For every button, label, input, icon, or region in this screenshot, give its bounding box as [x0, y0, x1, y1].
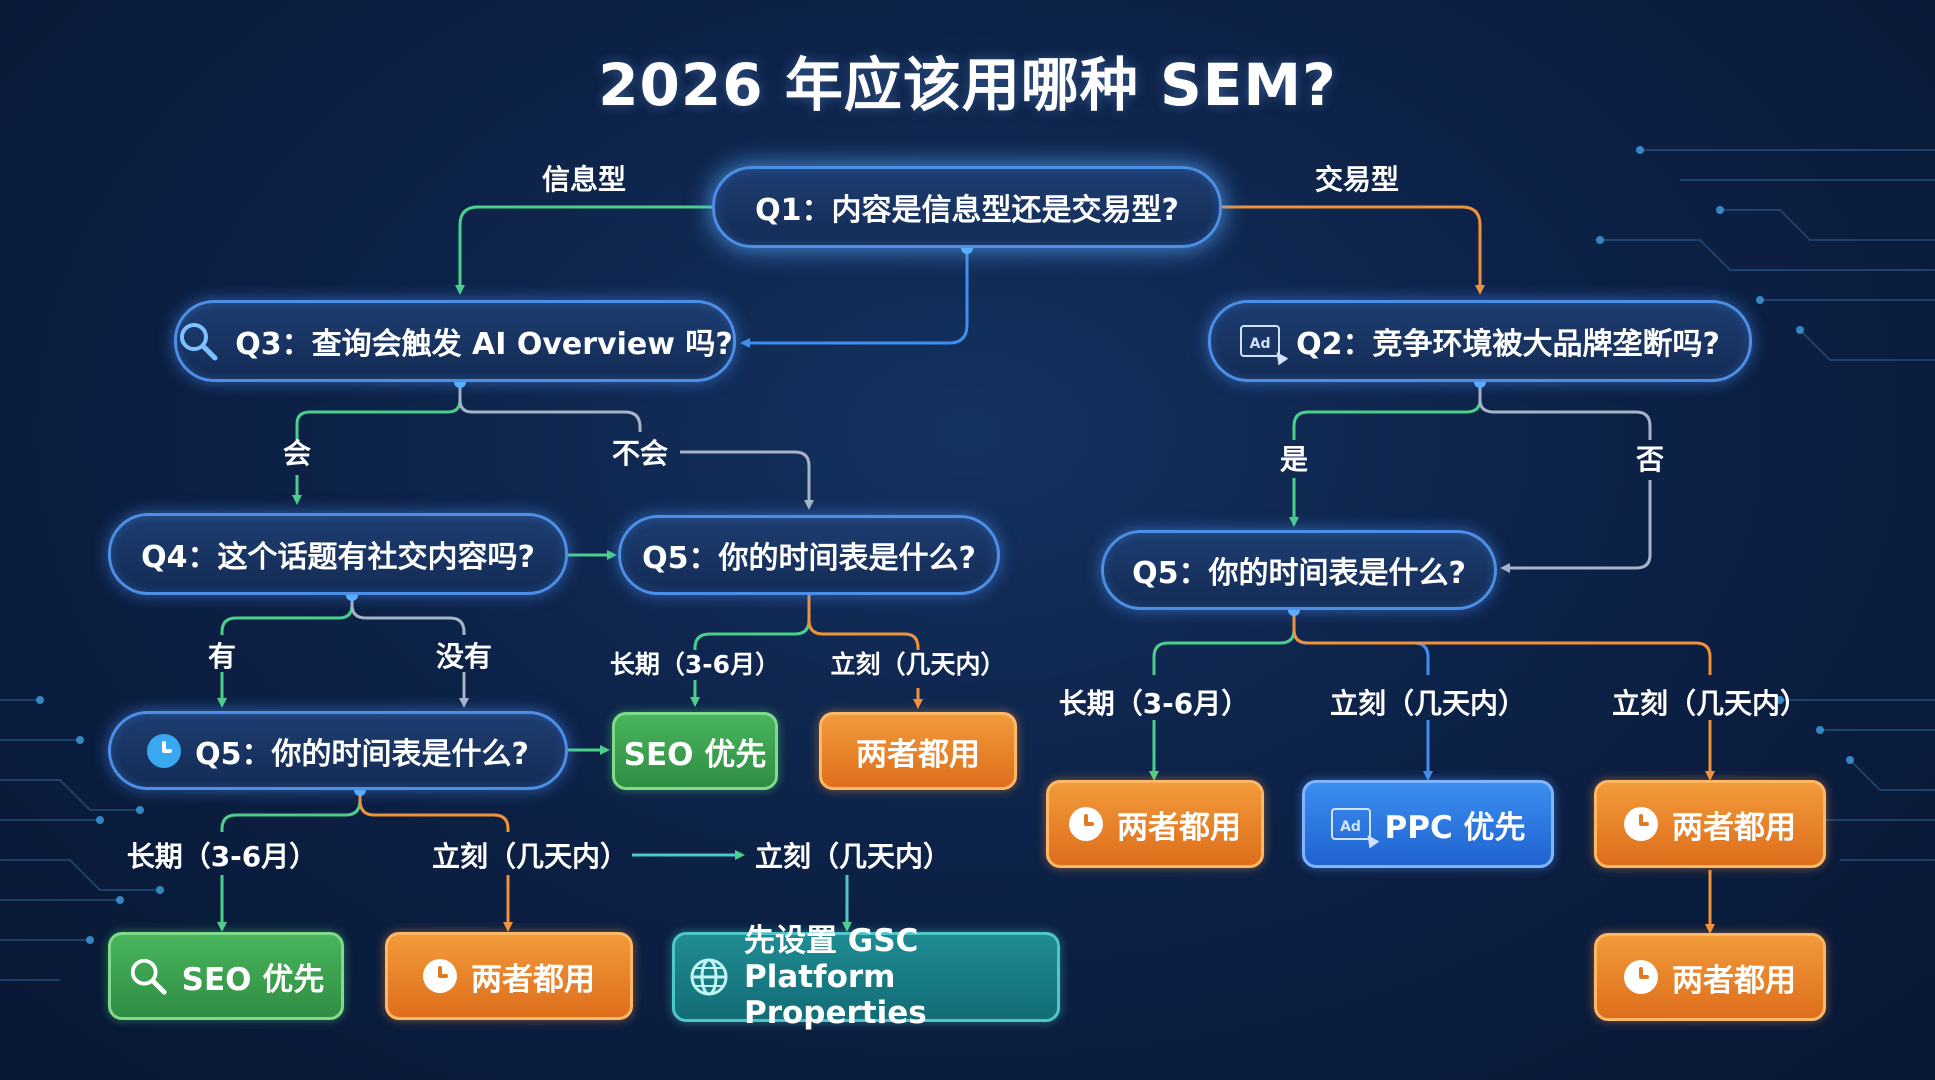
- use-both-right-1-label: 两者都用: [1117, 809, 1241, 846]
- clock-icon: [1069, 807, 1103, 841]
- gsc-setup-label: 先设置 GSC Platform Properties: [744, 923, 927, 1031]
- edge-q5left-now: [358, 790, 510, 832]
- q1-node: Q1：内容是信息型还是交易型?: [712, 166, 1222, 248]
- edge-q5right-now2: [1292, 610, 1712, 675]
- label-informational: 信息型: [541, 163, 627, 196]
- label-no-social: 没有: [435, 640, 493, 673]
- q4-node: Q4：这个话题有社交内容吗?: [108, 513, 568, 595]
- q2-node: Ad Q2：竞争环境被大品牌垄断吗?: [1208, 300, 1752, 382]
- label-right-long-term: 长期（3-6月）: [1058, 687, 1250, 720]
- clock-icon: [1624, 807, 1658, 841]
- seo-first-mid: SEO 优先: [612, 712, 778, 790]
- edge-q4-has: [220, 595, 354, 635]
- edge-q5right-long: [1152, 610, 1296, 675]
- edge-q3-wont-arrow: [680, 450, 814, 510]
- clock-icon: [1624, 960, 1658, 994]
- use-both-mid-label: 两者都用: [856, 736, 980, 773]
- q3-text: Q3：查询会触发 AI Overview 吗?: [235, 327, 733, 362]
- gsc-setup-node: 先设置 GSC Platform Properties: [672, 923, 1060, 1031]
- seo-first-mid-label: SEO 优先: [623, 736, 767, 773]
- label-right-immediate-2: 立刻（几天内）: [1611, 687, 1809, 720]
- q4-text: Q4：这个话题有社交内容吗?: [141, 540, 535, 575]
- label-left-long-term: 长期（3-6月）: [126, 840, 318, 873]
- ppc-first-label: PPC 优先: [1384, 809, 1526, 846]
- use-both-right-4: 两者都用: [1594, 933, 1826, 1021]
- q5-right-text: Q5：你的时间表是什么?: [1132, 556, 1466, 591]
- search-icon: [128, 956, 168, 996]
- edge-q3-wont: [458, 382, 642, 432]
- label-wont-trigger: 不会: [611, 437, 669, 470]
- label-mid-long-term: 长期（3-6月）: [609, 650, 781, 679]
- edge-q3-will: [295, 382, 462, 440]
- edge-q1-info: [455, 205, 712, 295]
- page-title: 2026 年应该用哪种 SEM?: [598, 51, 1337, 119]
- q5-left-node: Q5：你的时间表是什么?: [108, 711, 568, 790]
- label-has-social: 有: [207, 640, 237, 673]
- ad-icon: Ad: [1240, 325, 1281, 357]
- use-both-bottom-label: 两者都用: [471, 961, 595, 998]
- edge-q5mid-long: [693, 595, 811, 650]
- search-icon: [177, 320, 219, 362]
- q1-text: Q1：内容是信息型还是交易型?: [755, 193, 1179, 228]
- globe-icon: [688, 956, 730, 998]
- edge-q2-no: [1478, 382, 1652, 440]
- label-right-immediate-1: 立刻（几天内）: [1329, 687, 1527, 720]
- q3-node: Q3：查询会触发 AI Overview 吗?: [174, 300, 736, 382]
- edge-q4-hasnot: [350, 595, 466, 635]
- ppc-first-node: Ad PPC 优先: [1302, 780, 1554, 868]
- label-mid-immediate: 立刻（几天内）: [830, 650, 1006, 679]
- label-left-immediate: 立刻（几天内）: [431, 840, 629, 873]
- edge-q1-trans: [1222, 205, 1485, 295]
- label-will-trigger: 会: [282, 437, 312, 470]
- seo-first-bottom: SEO 优先: [108, 932, 344, 1020]
- edge-q2-no-arrow: [1500, 480, 1652, 573]
- use-both-right-3: 两者都用: [1594, 780, 1826, 868]
- label-no: 否: [1635, 443, 1665, 476]
- ad-icon: Ad: [1330, 808, 1371, 840]
- use-both-bottom: 两者都用: [385, 932, 633, 1020]
- use-both-right-3-label: 两者都用: [1672, 809, 1796, 846]
- clock-icon: [423, 959, 457, 993]
- edge-q5mid-now: [807, 595, 920, 650]
- use-both-right-1: 两者都用: [1046, 780, 1264, 868]
- q5-left-text: Q5：你的时间表是什么?: [195, 736, 529, 772]
- q2-text: Q2：竞争环境被大品牌垄断吗?: [1296, 327, 1720, 362]
- edge-q1-q3: [740, 248, 969, 348]
- q5-right-node: Q5：你的时间表是什么?: [1101, 530, 1497, 610]
- q5-mid-node: Q5：你的时间表是什么?: [618, 515, 1000, 595]
- seo-first-bottom-label: SEO 优先: [181, 961, 325, 998]
- q5-mid-text: Q5：你的时间表是什么?: [642, 541, 976, 576]
- label-left-immediate-2: 立刻（几天内）: [754, 840, 952, 873]
- label-transactional: 交易型: [1314, 163, 1400, 196]
- edge-q2-yes: [1292, 382, 1482, 440]
- use-both-mid: 两者都用: [819, 712, 1017, 790]
- use-both-right-4-label: 两者都用: [1672, 962, 1796, 999]
- label-yes: 是: [1279, 443, 1309, 476]
- clock-icon: [147, 733, 182, 768]
- edge-q5left-long: [220, 790, 362, 832]
